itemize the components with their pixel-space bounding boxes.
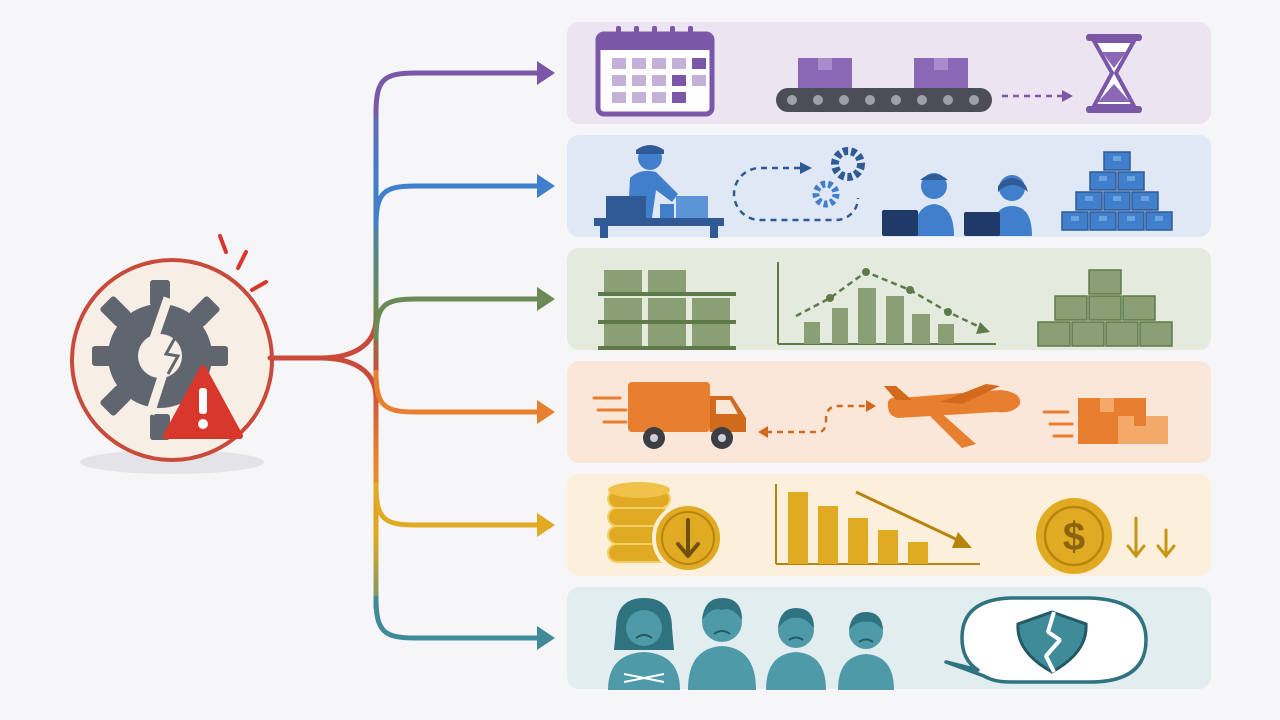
crate-label bbox=[1099, 216, 1107, 221]
warehouse-shelves-icon bbox=[598, 270, 736, 350]
box bbox=[1122, 295, 1156, 321]
panel-5-icons: $ bbox=[607, 482, 1176, 574]
conveyor-belt-boxes-icon bbox=[776, 58, 992, 112]
connector-production-delays bbox=[373, 70, 544, 116]
panel-operational-disruption bbox=[567, 135, 1211, 237]
stacked-boxes-icon bbox=[1037, 269, 1173, 347]
dashed-route-icon bbox=[758, 400, 876, 438]
office-staff-laptops-icon bbox=[882, 173, 1032, 236]
airplane-icon bbox=[884, 384, 1021, 448]
calendar-icon bbox=[595, 26, 715, 117]
broken-gear-icon bbox=[92, 280, 228, 440]
factory-worker-icon bbox=[594, 145, 724, 238]
crate-label bbox=[1113, 156, 1121, 161]
box bbox=[1054, 295, 1088, 321]
down-arrows-icon bbox=[1126, 516, 1176, 559]
connector-financial-loss bbox=[373, 482, 544, 528]
dashed-arrow-icon bbox=[1002, 90, 1073, 102]
panel-3-icons bbox=[598, 262, 1173, 350]
alert-sparks-icon bbox=[218, 234, 268, 292]
speech-bubble-broken-shield-icon bbox=[944, 596, 1148, 684]
speed-lines-icon bbox=[592, 396, 628, 424]
arrowhead-inventory-buildup bbox=[537, 287, 555, 311]
box bbox=[1105, 321, 1139, 347]
arrowhead-financial-loss bbox=[537, 513, 555, 537]
process-cycle-gears-icon bbox=[732, 147, 865, 222]
arrowhead-customer-trust-loss bbox=[537, 626, 555, 650]
box bbox=[1088, 269, 1122, 295]
stacked-crates-icon bbox=[1061, 151, 1173, 231]
source-stem-lower bbox=[317, 355, 379, 401]
falling-bar-chart-icon bbox=[775, 484, 980, 565]
source-stem bbox=[267, 315, 379, 361]
source-node bbox=[70, 234, 274, 474]
impact-panels bbox=[567, 22, 1211, 689]
box bbox=[1071, 321, 1105, 347]
connector-logistics-disruption bbox=[373, 369, 544, 415]
unhappy-customers-icon bbox=[608, 598, 894, 690]
panel-1-icons bbox=[595, 26, 1142, 117]
panel-6-icons bbox=[608, 596, 1148, 690]
panel-production-delays bbox=[567, 22, 1211, 124]
connector-inventory-buildup bbox=[373, 296, 544, 342]
arrowhead-operational-disruption bbox=[537, 174, 555, 198]
delivery-truck-icon bbox=[628, 382, 746, 449]
warning-triangle-icon bbox=[163, 365, 243, 439]
box bbox=[1037, 321, 1071, 347]
connector-customer-trust-loss bbox=[373, 595, 544, 641]
arrowhead-production-delays bbox=[537, 61, 555, 85]
crate-label bbox=[1113, 196, 1121, 201]
crate-label bbox=[1155, 216, 1163, 221]
box bbox=[1139, 321, 1173, 347]
crate-label bbox=[1141, 196, 1149, 201]
coin-stack-down-icon bbox=[607, 482, 724, 574]
crate-label bbox=[1071, 216, 1079, 221]
connector-operational-disruption bbox=[373, 183, 544, 229]
crate-label bbox=[1127, 216, 1135, 221]
panel-4-icons bbox=[592, 382, 1168, 449]
box bbox=[1088, 295, 1122, 321]
declining-bar-chart-icon bbox=[777, 262, 996, 345]
hourglass-icon bbox=[1086, 34, 1142, 113]
arrowhead-logistics-disruption bbox=[537, 400, 555, 424]
crate-label bbox=[1085, 196, 1093, 201]
svg-text:$: $ bbox=[1063, 515, 1085, 559]
moving-packages-icon bbox=[1042, 398, 1168, 444]
dollar-coin-icon: $ bbox=[1036, 498, 1112, 574]
panel-2-icons bbox=[594, 145, 1173, 238]
crate-label bbox=[1127, 176, 1135, 181]
connectors bbox=[267, 61, 555, 650]
branch-connectors bbox=[373, 61, 555, 650]
crate-label bbox=[1099, 176, 1107, 181]
